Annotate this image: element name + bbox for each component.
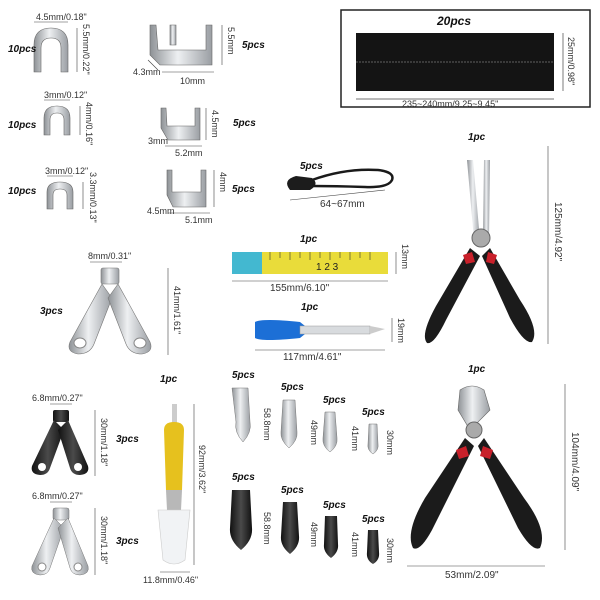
pull-cord-quantity: 5pcs bbox=[300, 161, 323, 172]
silver-pair-quantity: 3pcs bbox=[116, 536, 139, 547]
seam-ripper-width: 11.8mm/0.46" bbox=[143, 575, 199, 585]
grid-black-1-quantity: 5pcs bbox=[232, 472, 255, 483]
needle-pliers-quantity: 1pc bbox=[468, 132, 486, 143]
zipper-tape bbox=[340, 9, 591, 108]
silver-pair-height: 30mm/1.18" bbox=[99, 516, 109, 565]
grid-silver-2-quantity: 5pcs bbox=[281, 382, 304, 393]
silver-slider-pair bbox=[31, 501, 96, 576]
bracket-3-depth: 4.5mm bbox=[147, 206, 175, 216]
grid-black-2-quantity: 5pcs bbox=[281, 485, 304, 496]
grid-silver-1-quantity: 5pcs bbox=[232, 370, 255, 381]
end-cutter-pliers bbox=[407, 384, 566, 567]
grid-silver-4-size: 30mm bbox=[385, 430, 395, 456]
big-slider-pair bbox=[68, 261, 169, 355]
grid-silver-3-quantity: 5pcs bbox=[323, 395, 346, 406]
stop-1-quantity: 10pcs bbox=[8, 44, 37, 55]
tape-quantity: 20pcs bbox=[437, 14, 472, 28]
black-slider-pair bbox=[31, 403, 96, 476]
stop-2-quantity: 10pcs bbox=[8, 120, 37, 131]
grid-silver-3-size: 41mm bbox=[350, 426, 360, 452]
pull-cord-length: 64~67mm bbox=[320, 199, 365, 210]
bracket-1-quantity: 5pcs bbox=[242, 40, 265, 51]
big-slider-quantity: 3pcs bbox=[40, 306, 63, 317]
seam-ripper-quantity: 1pc bbox=[160, 374, 178, 385]
grid-black-3-quantity: 5pcs bbox=[323, 500, 346, 511]
slider-grid-silver bbox=[231, 387, 379, 455]
grid-black-1-size: 58.8mm bbox=[262, 512, 272, 545]
tape-measure: 1 2 3 bbox=[232, 252, 397, 282]
tape-length-label: 235~240mm/9.25~9.45" bbox=[402, 99, 499, 109]
black-pair-height: 30mm/1.18" bbox=[99, 418, 109, 467]
bracket-1-depth: 4.3mm bbox=[133, 67, 161, 77]
tape-measure-height: 13mm bbox=[400, 244, 410, 270]
bracket-2-width: 5.2mm bbox=[175, 148, 203, 158]
bracket-3-height: 4mm bbox=[218, 172, 228, 192]
stop-2-width: 3mm/0.12" bbox=[44, 90, 88, 100]
bracket-2-quantity: 5pcs bbox=[233, 118, 256, 129]
tape-measure-quantity: 1pc bbox=[300, 234, 318, 245]
grid-black-2-size: 49mm bbox=[309, 522, 319, 548]
stop-dimension-lines bbox=[34, 21, 84, 209]
silver-pair-width: 6.8mm/0.27" bbox=[32, 491, 83, 501]
grid-silver-2-size: 49mm bbox=[309, 420, 319, 446]
bracket-dimension-lines bbox=[147, 25, 223, 214]
snips-length: 117mm/4.61" bbox=[283, 352, 342, 363]
bracket-1-width: 10mm bbox=[180, 76, 206, 86]
snips-quantity: 1pc bbox=[301, 302, 319, 313]
grid-black-4-quantity: 5pcs bbox=[362, 514, 385, 525]
grid-black-4-size: 30mm bbox=[385, 538, 395, 564]
bracket-1-height: 5.5mm bbox=[226, 27, 236, 55]
pull-cord bbox=[287, 168, 394, 201]
grid-silver-1-size: 58.8mm bbox=[262, 408, 272, 441]
snips-height: 19mm bbox=[396, 318, 406, 344]
stop-3-width: 3mm/0.12" bbox=[45, 166, 89, 176]
cutter-pliers-quantity: 1pc bbox=[468, 364, 486, 375]
cutter-pliers-width: 53mm/2.09" bbox=[445, 570, 499, 581]
big-slider-height: 41mm/1.61" bbox=[172, 286, 182, 335]
u-stops bbox=[33, 27, 74, 210]
bracket-2-depth: 3mm bbox=[148, 136, 168, 146]
needle-nose-pliers bbox=[424, 146, 549, 344]
cutter-pliers-length: 104mm/4.09" bbox=[569, 432, 580, 492]
bracket-3-width: 5.1mm bbox=[185, 215, 213, 225]
needle-pliers-length: 125mm/4.92" bbox=[552, 202, 563, 262]
seam-ripper bbox=[157, 404, 195, 573]
stop-3-quantity: 10pcs bbox=[8, 186, 37, 197]
black-pair-width: 6.8mm/0.27" bbox=[32, 393, 83, 403]
grid-silver-4-quantity: 5pcs bbox=[362, 407, 385, 418]
stop-1-height: 5.5mm/0.22" bbox=[81, 24, 91, 75]
big-slider-width: 8mm/0.31" bbox=[88, 251, 132, 261]
bottom-stop-brackets bbox=[149, 24, 213, 208]
tape-width-label: 25mm/0.98" bbox=[566, 37, 576, 86]
grid-black-3-size: 41mm bbox=[350, 532, 360, 558]
black-pair-quantity: 3pcs bbox=[116, 434, 139, 445]
seam-ripper-length: 92mm/3.62" bbox=[197, 445, 207, 494]
bracket-3-quantity: 5pcs bbox=[232, 184, 255, 195]
stop-3-height: 3.3mm/0.13" bbox=[88, 172, 98, 223]
stop-1-width: 4.5mm/0.18" bbox=[36, 12, 87, 22]
slider-grid-black bbox=[229, 490, 380, 564]
bracket-2-height: 4.5mm bbox=[210, 110, 220, 138]
tape-measure-length: 155mm/6.10" bbox=[270, 283, 330, 294]
svg-text:1 2 3: 1 2 3 bbox=[316, 262, 339, 273]
thread-snips bbox=[255, 318, 393, 351]
stop-2-height: 4mm/0.16" bbox=[84, 102, 94, 146]
